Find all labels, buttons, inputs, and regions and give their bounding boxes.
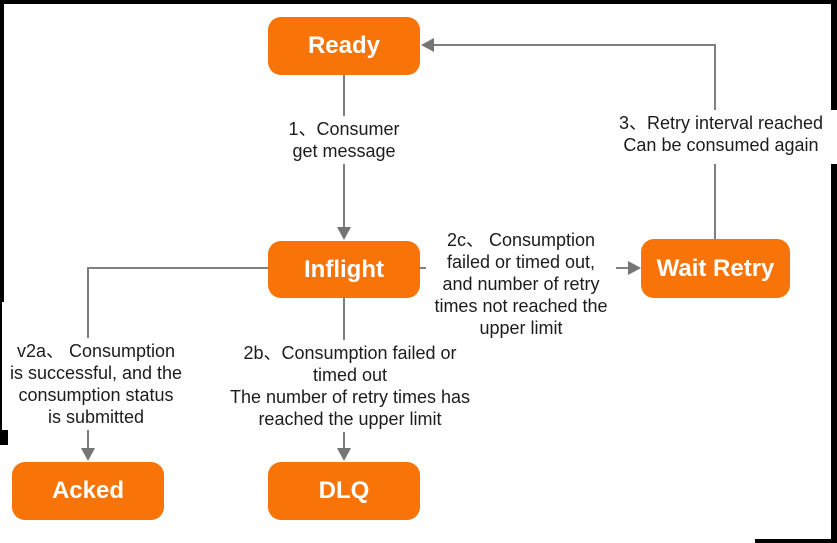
edge-label-consumption-failed-retry: 2c、 Consumption failed or timed out, and… [426, 227, 616, 341]
node-inflight: Inflight [268, 241, 420, 298]
arrowhead-inflight-to-waitretry [628, 261, 641, 275]
letterbox-bar-top [0, 0, 837, 4]
letterbox-bar-right [831, 0, 837, 543]
letterbox-bar-bottom-right [755, 539, 837, 543]
node-acked: Acked [12, 462, 164, 520]
node-dlq: DLQ [268, 462, 420, 520]
arrowhead-waitretry-to-ready [421, 38, 434, 52]
edge-label-retry-interval-reached: 3、Retry interval reached Can be consumed… [602, 110, 837, 164]
arrowhead-ready-to-inflight [337, 227, 351, 240]
arrowhead-inflight-to-acked [81, 448, 95, 461]
letterbox-block-left-bottom [0, 430, 8, 445]
connector-inflight-to-acked-horizontal [88, 267, 268, 269]
node-ready: Ready [268, 17, 420, 75]
edge-label-consumption-successful: v2a、 Consumption is successful, and the … [6, 338, 186, 430]
edge-label-consumer-get-message: 1、Consumer get message [274, 116, 414, 164]
connector-waitretry-to-ready-horizontal [433, 44, 716, 46]
letterbox-bar-left [0, 0, 4, 302]
node-wait-retry: Wait Retry [641, 239, 790, 298]
edge-label-consumption-failed-limit: 2b、Consumption failed or timed out The n… [224, 340, 476, 432]
arrowhead-inflight-to-dlq [337, 448, 351, 461]
letterbox-line-left-lower [0, 302, 2, 430]
